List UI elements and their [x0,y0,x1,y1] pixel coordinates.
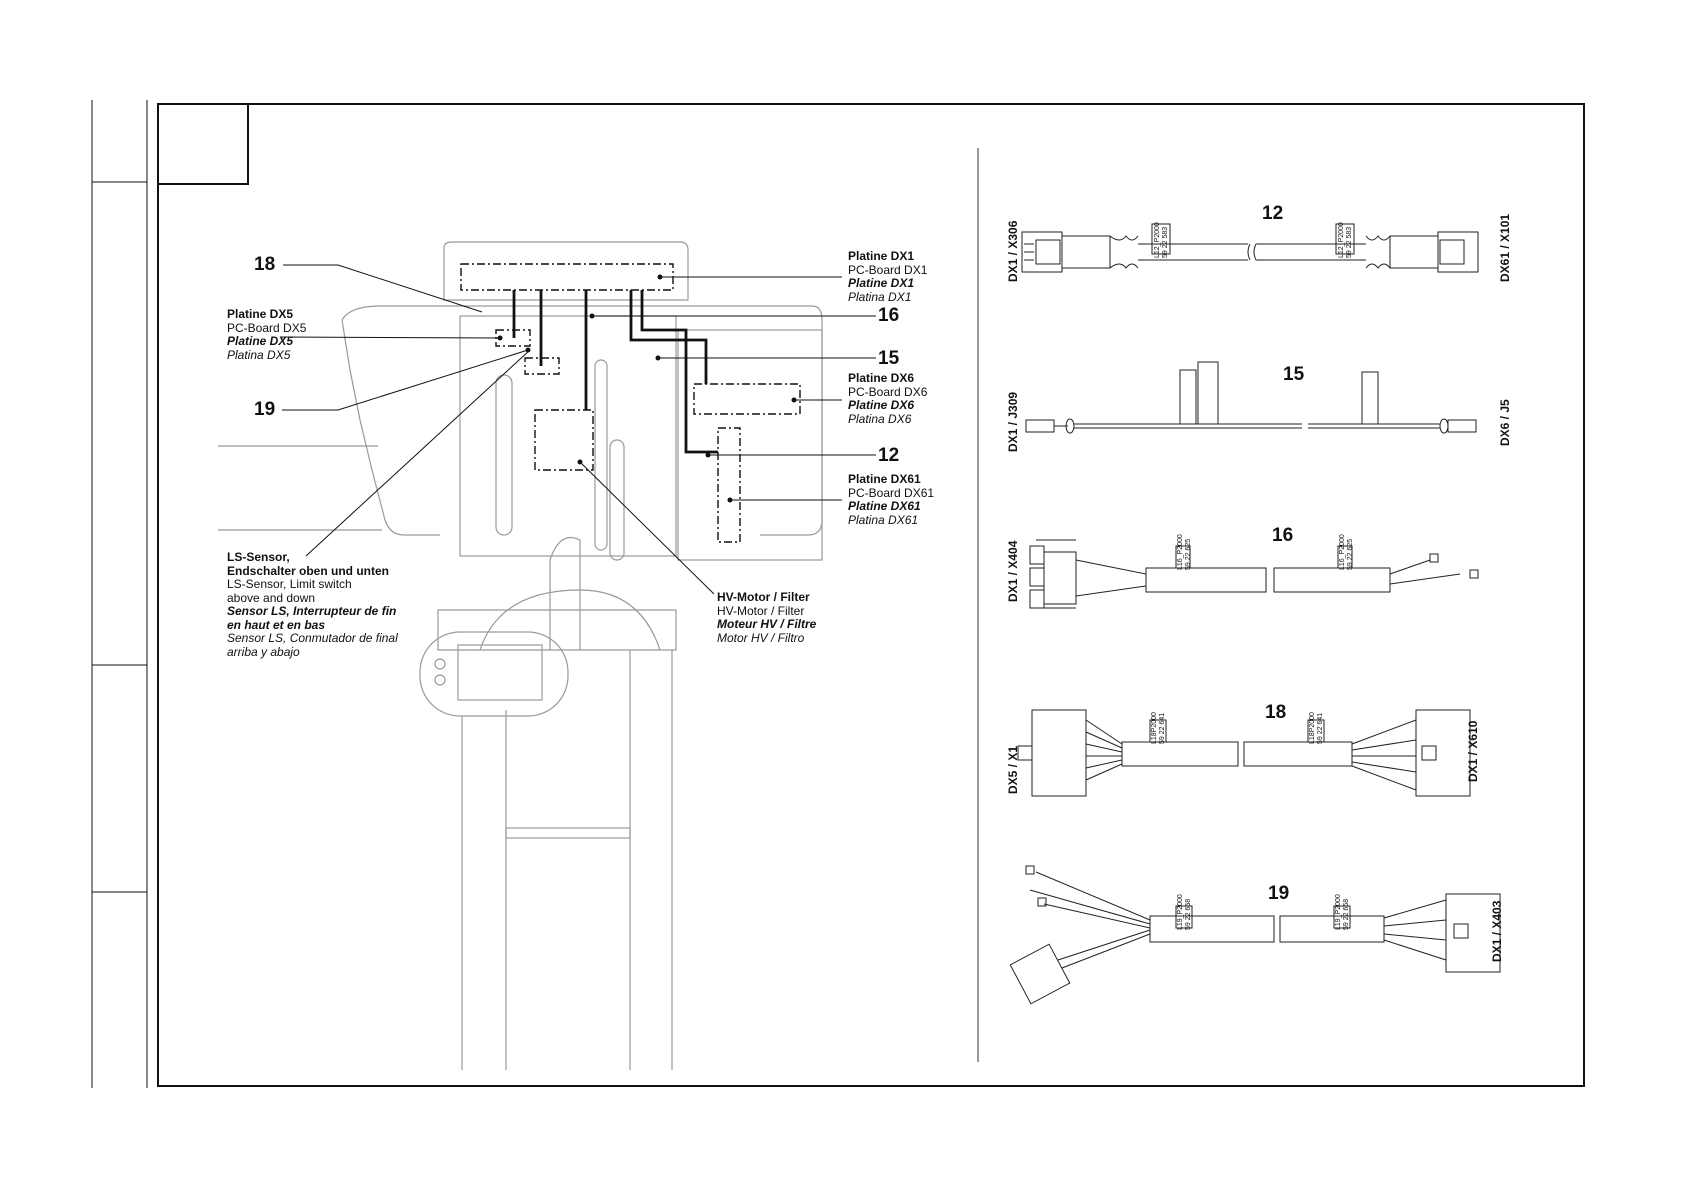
cable-19-drawing [1009,865,1501,1005]
cable-19-number: 19 [1268,883,1290,904]
cable-16-tag-left-l1: L16_P2000 [1177,534,1184,570]
cable-19-tag-right: L19_P2000 59 22 658 [1335,894,1351,930]
leader-dots [497,274,797,503]
label-dx6: Platine DX6 PC-Board DX6 Platine DX6 Pla… [848,371,928,426]
cable-12-tag-right: L12_P2000 59 22 583 [1338,222,1354,258]
cable-18-tag-right: L18P2000 59 22 641 [1309,712,1325,744]
cable-16-number: 16 [1272,525,1294,546]
cable-18-tag-left-l1: L18P2000 [1151,712,1158,744]
cable-12-tag-left-l2: 59 22 583 [1162,226,1169,258]
callout-16: 16 [878,305,900,326]
label-dx6-de: Platine DX6 [848,371,915,385]
cable-18-tag-left-l2: 59 22 641 [1159,712,1166,744]
cable-16-tag-left-l2: 59 22 625 [1185,538,1192,570]
cable-15-left-connector: DX1 / J309 [1006,391,1020,452]
label-dx1-en: PC-Board DX1 [848,262,928,277]
cable-12-number: 12 [1262,203,1284,224]
cable-12-tag-left: L12_P2000 59 22 583 [1154,222,1170,258]
label-hv-fr: Moteur HV / Filtre [717,617,817,631]
cable-19-tag-right-l2: 59 22 658 [1343,898,1350,930]
cable-18-tag-left: L18P2000 59 22 641 [1151,712,1167,744]
cable-15-drawing [1025,361,1477,434]
label-dx61: Platine DX61 PC-Board DX61 Platine DX61 … [848,472,935,527]
cable-12-tag-right-l2: 59 22 583 [1346,226,1353,258]
label-ls-sensor: LS-Sensor, Endschalter oben und unten LS… [227,550,398,659]
cable-runs [512,290,718,454]
cable-16-tag-right-l1: L16_P2000 [1339,534,1346,570]
label-dx61-en: PC-Board DX61 [848,485,935,500]
label-hv-motor: HV-Motor / Filter HV-Motor / Filter Mote… [717,590,817,645]
cable-18-tag-right-l1: L18P2000 [1309,712,1316,744]
label-ls-fr-1: Sensor LS, Interrupteur de fin [227,604,397,618]
label-dx61-es: Platina DX61 [848,512,919,527]
label-dx5-de: Platine DX5 [227,307,294,321]
cable-15-number: 15 [1283,364,1305,385]
cable-18-left-connector: DX5 / X1 [1006,745,1020,794]
callout-18: 18 [254,254,276,275]
cable-18-drawing [1017,709,1471,797]
label-dx61-de: Platine DX61 [848,472,921,486]
label-dx1-es: Platina DX1 [848,289,912,304]
label-dx1: Platine DX1 PC-Board DX1 Platine DX1 Pla… [848,249,928,304]
cable-16-tag-right-l2: 59 22 625 [1347,538,1354,570]
leader-lines [279,264,876,595]
label-ls-es-2: arriba y abajo [227,644,300,659]
label-dx6-en: PC-Board DX6 [848,384,928,399]
cable-16-drawing [1029,539,1479,609]
label-dx61-fr: Platine DX61 [848,499,921,513]
cable-19-tag-left-l1: L19_P2000 [1177,894,1184,930]
cable-19-tag-left-l2: 59 22 658 [1185,898,1192,930]
label-ls-en-1: LS-Sensor, Limit switch [227,577,352,591]
label-ls-en-2: above and down [227,590,316,605]
cable-18-number: 18 [1265,702,1287,723]
cable-12-tag-right-l1: L12_P2000 [1338,222,1345,258]
label-ls-de-1: LS-Sensor, [227,550,290,564]
label-ls-de-2: Endschalter oben und unten [227,563,390,578]
cable-19-tag-left: L19_P2000 59 22 658 [1177,894,1193,930]
cable-18-right-connector: DX1 / X610 [1466,720,1480,782]
label-dx1-fr: Platine DX1 [848,276,915,290]
label-ls-es-1: Sensor LS, Conmutador de final [227,631,398,645]
cable-15-right-connector: DX6 / J5 [1498,399,1512,446]
cable-12-left-connector: DX1 / X306 [1006,220,1020,282]
label-dx5-es: Platina DX5 [227,347,291,362]
label-hv-de: HV-Motor / Filter [717,590,810,604]
cable-19-right-connector: DX1 / X403 [1490,900,1504,962]
cable-16-tag-right: L16_P2000 59 22 625 [1339,534,1355,570]
callout-15: 15 [878,348,900,369]
cable-12-right-connector: DX61 / X101 [1498,213,1512,282]
label-hv-es: Motor HV / Filtro [717,630,805,645]
label-dx1-de: Platine DX1 [848,249,915,263]
callout-19: 19 [254,399,276,420]
label-dx5: Platine DX5 PC-Board DX5 Platine DX5 Pla… [227,307,307,362]
device-outline [218,241,823,1070]
label-dx6-fr: Platine DX6 [848,398,915,412]
cable-12-tag-left-l1: L12_P2000 [1154,222,1161,258]
label-dx5-en: PC-Board DX5 [227,320,307,335]
cable-19-tag-right-l1: L19_P2000 [1335,894,1342,930]
page-frame [91,100,1585,1088]
label-dx5-fr: Platine DX5 [227,334,294,348]
cable-16-tag-left: L16_P2000 59 22 625 [1177,534,1193,570]
callout-12: 12 [878,445,900,466]
cable-12-drawing [1021,223,1479,273]
label-ls-fr-2: en haut et en bas [227,617,326,632]
cable-16-left-connector: DX1 / X404 [1006,540,1020,602]
label-hv-en: HV-Motor / Filter [717,603,805,618]
label-dx6-es: Platina DX6 [848,411,912,426]
cable-18-tag-right-l2: 59 22 641 [1317,712,1324,744]
